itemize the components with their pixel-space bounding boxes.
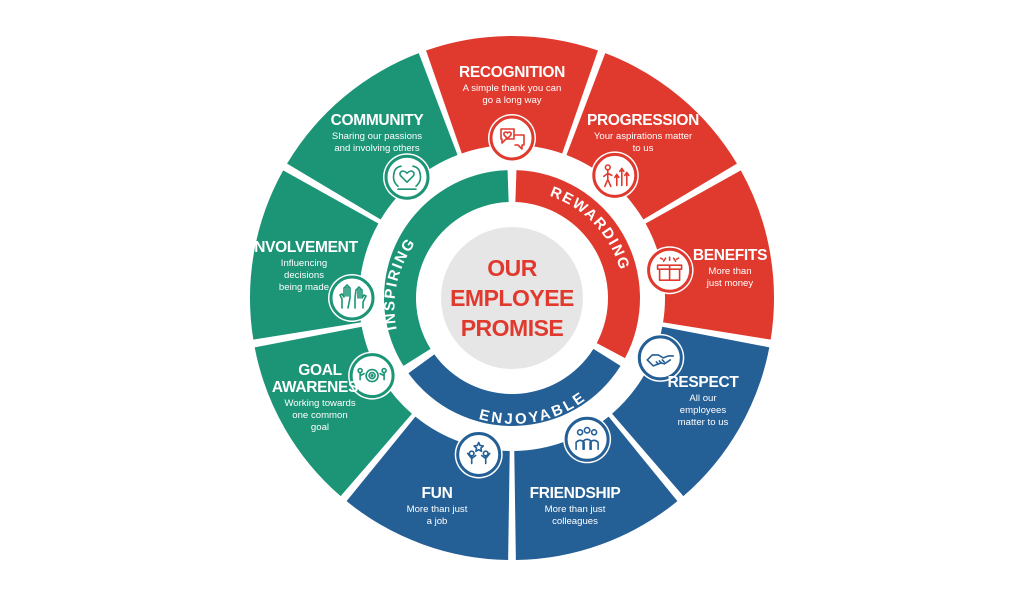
center-circle [441,227,583,369]
segment-description: Working towards [284,398,355,409]
segment-description: Influencing [281,258,327,269]
center-title-line-3: PROMISE [461,315,564,341]
segment-description: All our [689,393,717,404]
icon-badges [328,114,694,479]
segment-description: Sharing our passions [332,131,422,142]
ring-inspiring [383,170,509,366]
segment-description: a job [427,516,448,527]
center-title-line-1: OUR [487,255,538,281]
segment-description: one common [292,410,347,421]
segment-description: More than [708,266,751,277]
segment-friendship [514,416,678,560]
segment-title: AWARENESS [272,379,368,396]
segment-title: RECOGNITION [459,64,565,81]
segment-title: RESPECT [667,374,739,391]
celebration-icon [454,430,503,479]
segment-description: A simple thank you can [463,83,562,94]
gift-box-icon [645,246,694,295]
target-team-icon [348,351,397,400]
segment-description: Your aspirations matter [594,131,693,142]
segment-title: BENEFITS [693,247,767,264]
segment-description: colleagues [552,516,598,527]
ring-rewarding [515,170,640,359]
heart-hands-icon [383,153,431,202]
segment-description: and involving others [334,143,420,154]
segment-description: go a long way [482,95,541,106]
ring-enjoyable [408,348,621,427]
segment-description: employees [680,405,727,416]
handshake-icon [636,333,685,382]
segment-description: More than just [545,504,606,515]
segment-title: COMMUNITY [331,112,425,129]
segment-title: GOAL [298,362,342,379]
segment-description: matter to us [678,417,729,428]
center-hub: OUR EMPLOYEE PROMISE [441,227,583,369]
center-title-line-2: EMPLOYEE [450,285,574,311]
segment-benefits [645,170,774,340]
segment-title: INVOLVEMENT [250,239,358,256]
segment-recognition [426,36,598,154]
segment-description: to us [633,143,654,154]
friends-group-icon [563,415,612,464]
growth-arrows-icon [590,151,639,200]
segment-description: More than just [407,504,468,515]
segment-description: being made [279,282,329,293]
segment-description: decisions [284,270,324,281]
raised-hands-icon [328,274,376,322]
segment-description: just money [706,278,754,289]
chat-heart-icon [488,114,536,162]
segment-title: FRIENDSHIP [530,485,621,502]
segment-description: goal [311,422,329,433]
segment-title: PROGRESSION [587,112,699,129]
segment-title: FUN [422,485,453,502]
